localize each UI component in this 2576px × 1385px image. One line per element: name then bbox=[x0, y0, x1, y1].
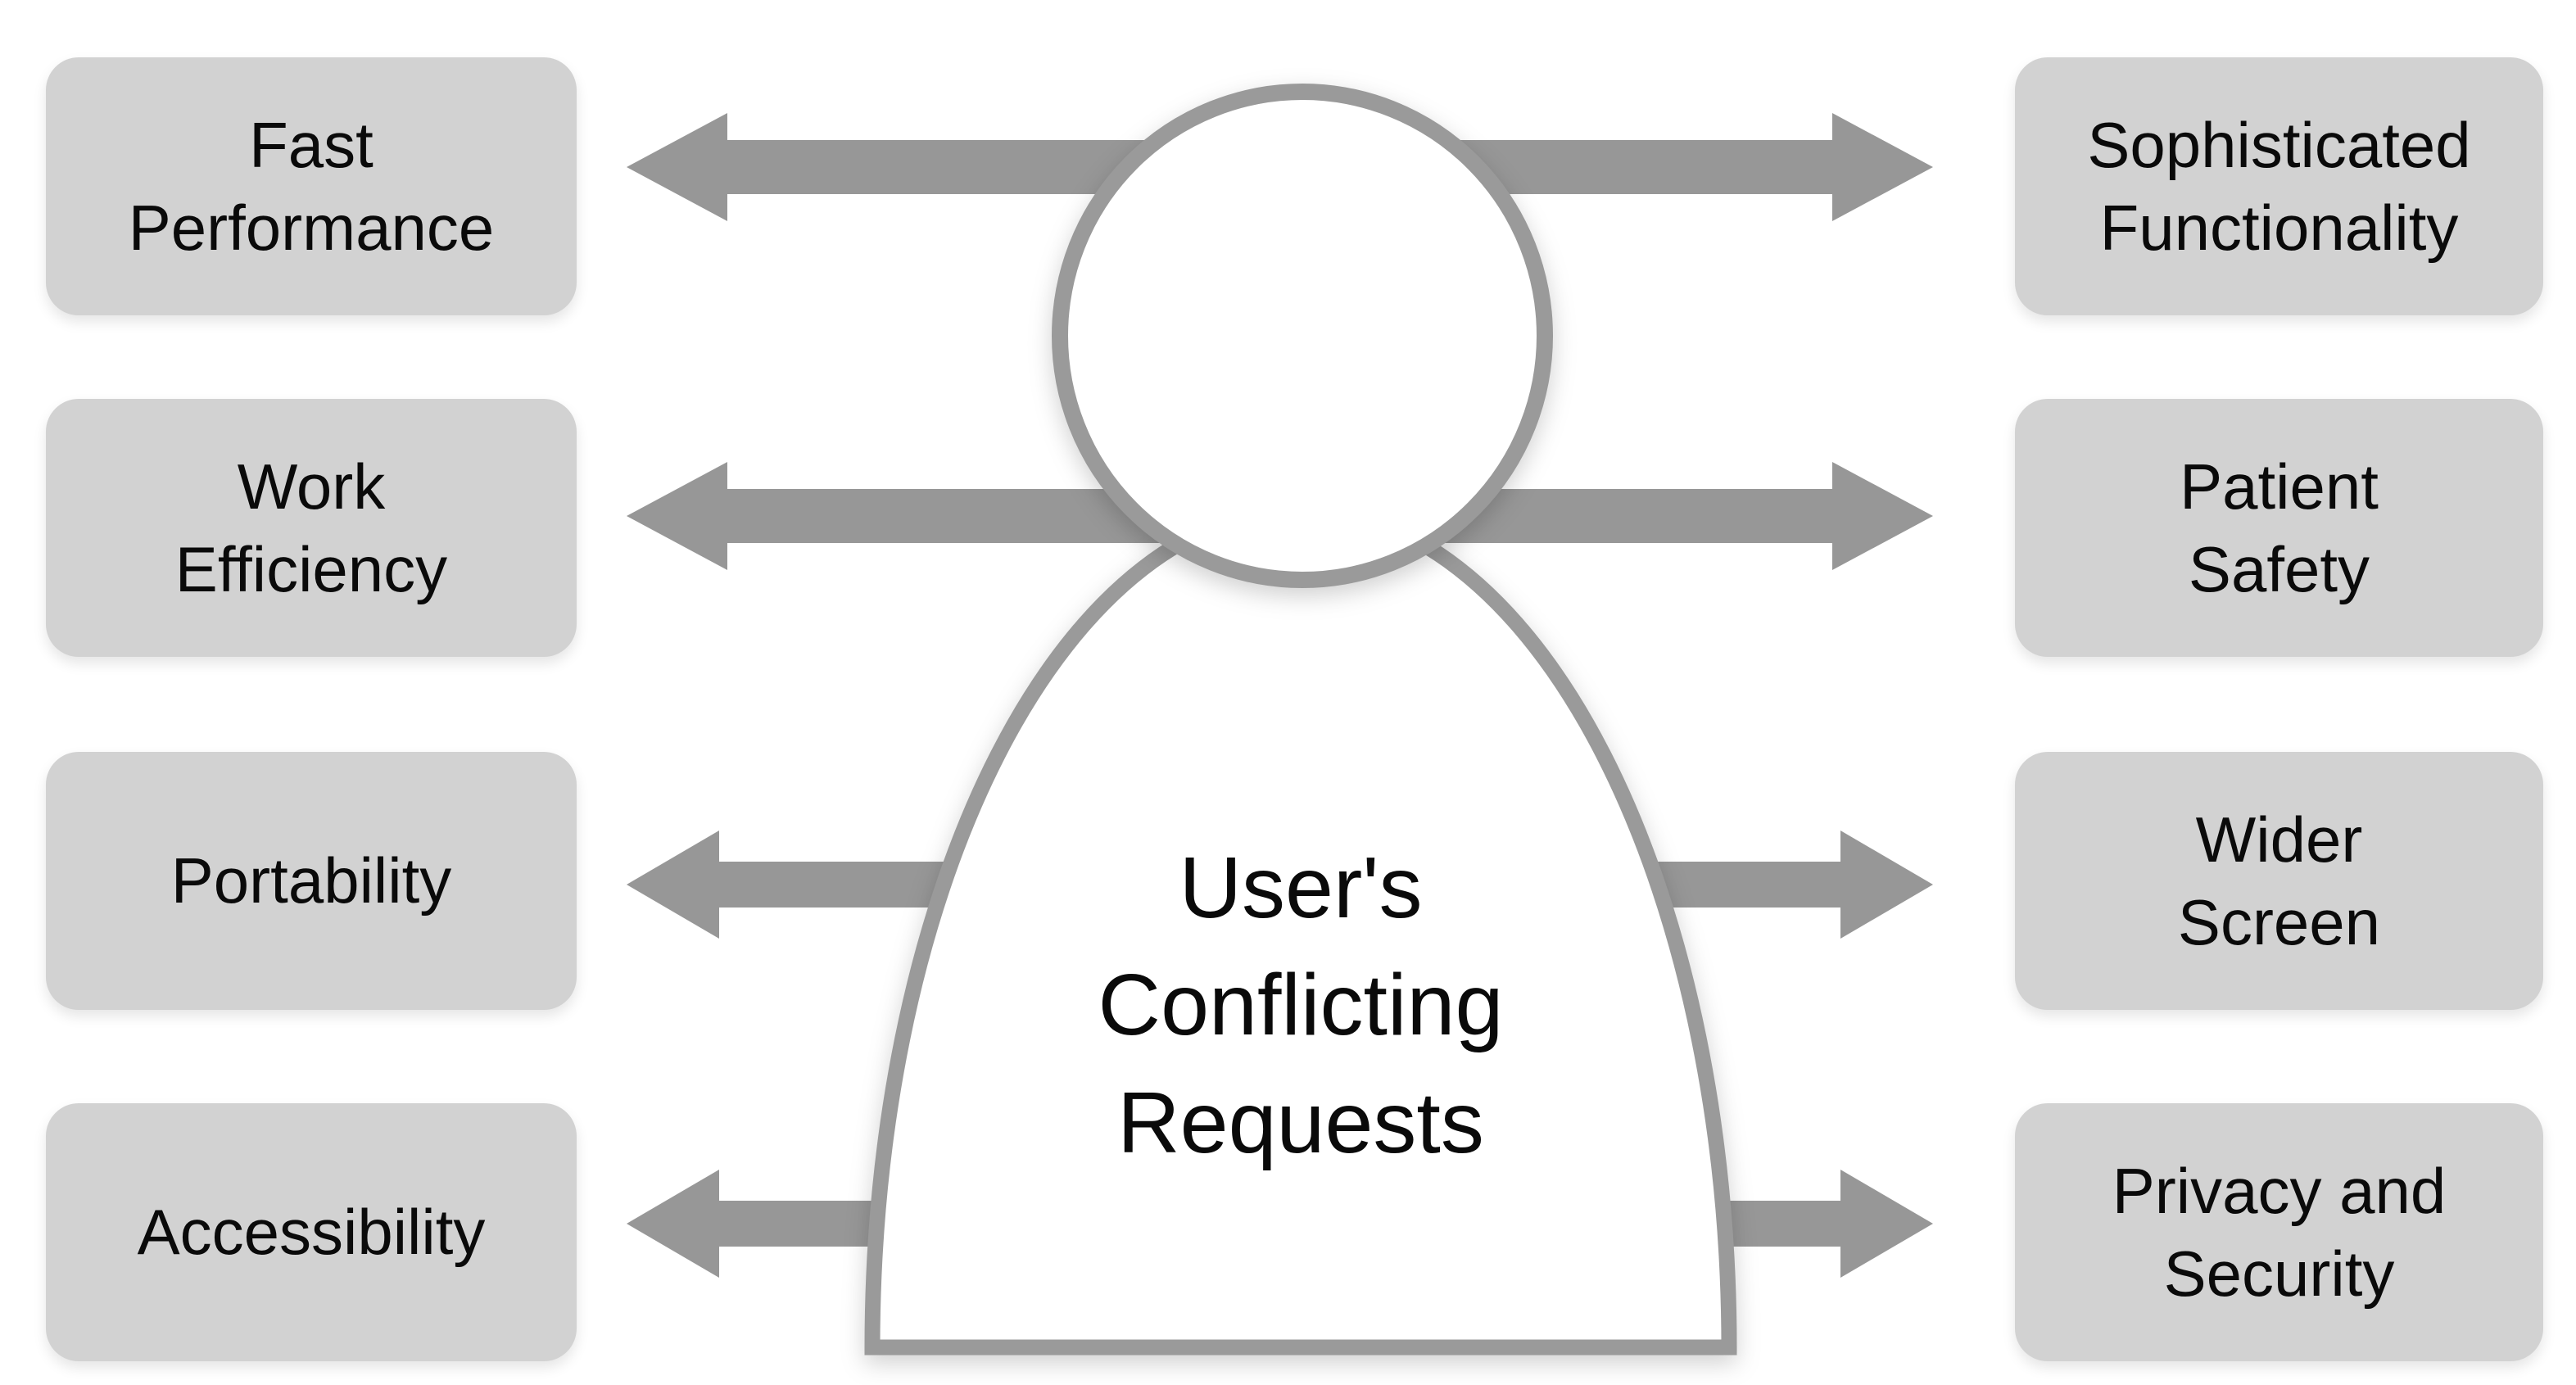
box-privacy-security: Privacy and Security bbox=[2015, 1103, 2543, 1361]
box-work-efficiency-label: Work Efficiency bbox=[174, 450, 448, 605]
box-fast-performance: Fast Performance bbox=[46, 57, 577, 315]
center-label: User's Conflicting Requests bbox=[1098, 840, 1504, 1171]
box-portability-label: Portability bbox=[170, 844, 452, 917]
box-sophisticated-functionality: Sophisticated Functionality bbox=[2015, 57, 2543, 315]
box-privacy-security-label: Privacy and Security bbox=[2112, 1154, 2447, 1310]
box-patient-safety: Patient Safety bbox=[2015, 399, 2543, 657]
box-fast-performance-label: Fast Performance bbox=[128, 108, 495, 264]
box-wider-screen: Wider Screen bbox=[2015, 752, 2543, 1010]
box-patient-safety-label: Patient Safety bbox=[2180, 450, 2379, 605]
tradeoff-arrow-wider-screen bbox=[1626, 831, 1933, 939]
box-work-efficiency: Work Efficiency bbox=[46, 399, 577, 657]
box-accessibility: Accessibility bbox=[46, 1103, 577, 1361]
box-portability: Portability bbox=[46, 752, 577, 1010]
tradeoff-arrow-privacy-security bbox=[1683, 1170, 1933, 1278]
tradeoff-arrow-portability bbox=[627, 831, 995, 939]
box-wider-screen-label: Wider Screen bbox=[2177, 803, 2381, 958]
user-head-shape bbox=[1052, 84, 1553, 588]
box-sophisticated-functionality-label: Sophisticated Functionality bbox=[2087, 108, 2471, 264]
box-accessibility-label: Accessibility bbox=[137, 1196, 486, 1269]
tradeoff-arrow-accessibility bbox=[627, 1170, 921, 1278]
